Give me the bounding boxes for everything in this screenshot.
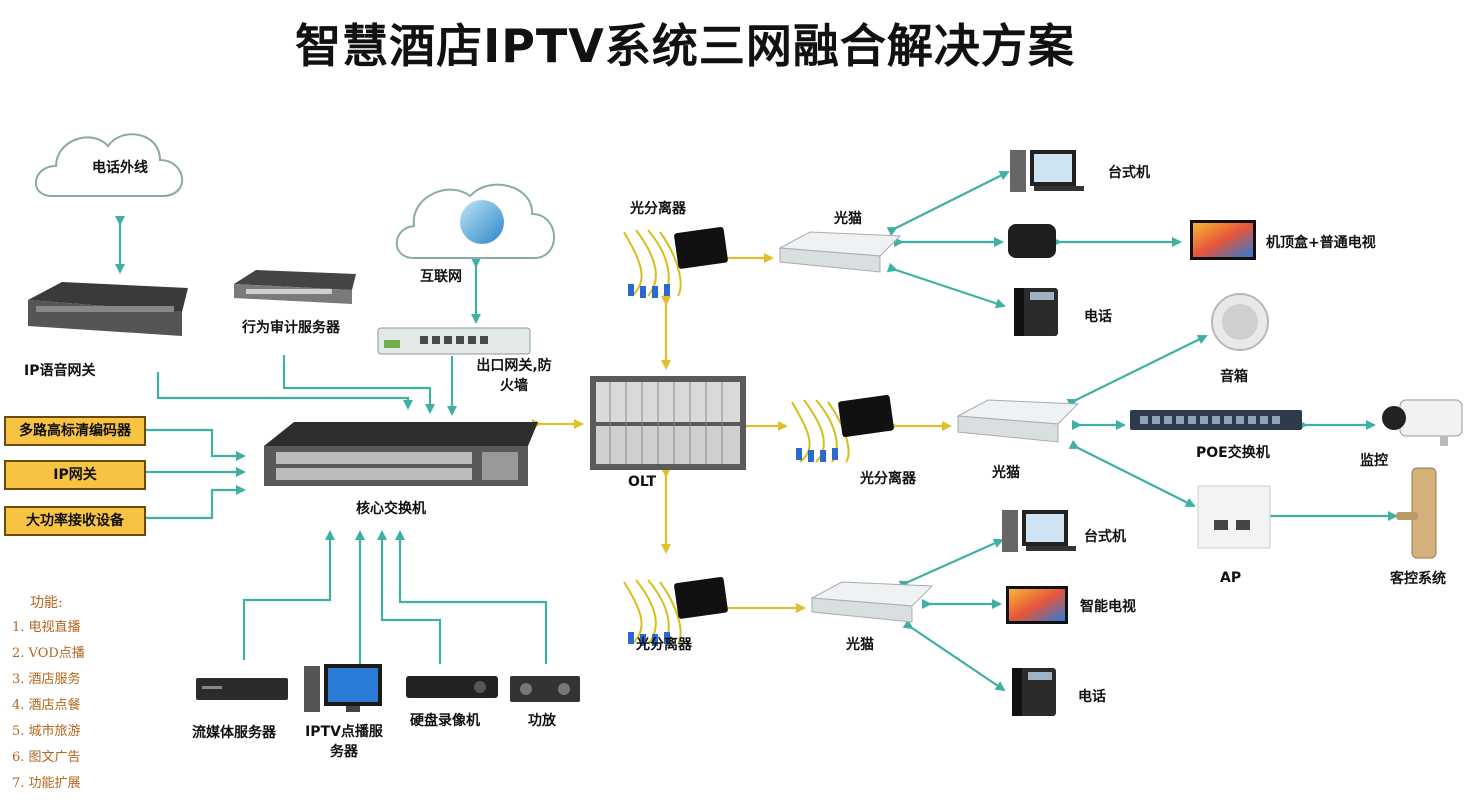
label-nvr: 硬盘录像机 [410, 713, 480, 729]
nvr-icon [406, 676, 498, 698]
label-onu-mid: 光猫 [992, 465, 1020, 481]
link-nvr-core [377, 530, 442, 664]
box-ip-gateway: IP网关 [4, 460, 146, 490]
function-item: 1. 电视直播 [12, 620, 81, 635]
link-audit-core [282, 355, 435, 414]
onu-top-icon [778, 231, 902, 273]
core-switch-icon [264, 422, 538, 486]
link-onu2-ap [1068, 439, 1196, 507]
label-desktop-top: 台式机 [1108, 165, 1150, 181]
onu-mid-icon [956, 399, 1080, 443]
smart-tv-icon [1006, 586, 1068, 624]
camera-icon [1382, 399, 1463, 446]
link-onu3-phone [902, 619, 1006, 692]
splitter-mid-icon [791, 394, 894, 463]
link-gateway-core [156, 372, 413, 410]
splitter-bot-icon [623, 576, 728, 646]
function-item: 6. 图文广告 [12, 750, 81, 765]
label-phone-bot: 电话 [1078, 689, 1106, 705]
link-onu1-phone [886, 262, 1006, 309]
link-encoder-core [142, 428, 246, 461]
label-splitter-bot: 光分离器 [636, 637, 692, 653]
phone-top-icon [1014, 288, 1058, 336]
function-item: 3. 酒店服务 [12, 672, 81, 687]
phone-line-cloud-icon [34, 133, 183, 197]
function-item: 4. 酒店点餐 [12, 698, 81, 713]
label-ip-voice-gateway: IP语音网关 [24, 363, 96, 379]
function-item: 5. 城市旅游 [12, 724, 81, 739]
smart-lock-icon [1396, 467, 1437, 559]
iptv-server-icon [304, 664, 382, 712]
function-item: 2. VOD点播 [12, 646, 85, 661]
label-exit-gateway: 出口网关,防火墙 [476, 358, 552, 394]
label-speaker: 音箱 [1220, 369, 1248, 385]
link-amp-core [395, 530, 548, 664]
label-phone-top: 电话 [1084, 309, 1112, 325]
label-amplifier: 功放 [528, 713, 556, 729]
box-receiver: 大功率接收设备 [4, 506, 146, 536]
ap-icon [1197, 485, 1271, 549]
link-receiver-core [142, 485, 246, 520]
olt-icon [590, 376, 746, 470]
label-iptv-server: IPTV点播服务器 [305, 724, 383, 760]
diagram-title: 智慧酒店IPTV系统三网融合解决方案 [295, 19, 1075, 73]
internet-cloud-icon [395, 183, 555, 259]
label-splitter-top: 光分离器 [630, 201, 686, 217]
streaming-server-icon [196, 678, 288, 700]
label-phone-line: 电话外线 [92, 160, 148, 176]
label-smart-tv: 智能电视 [1080, 599, 1136, 615]
label-ap: AP [1220, 570, 1242, 586]
label-stb-tv: 机顶盒+普通电视 [1266, 235, 1376, 251]
link-stream-core [242, 530, 335, 660]
box-encoder: 多路高标清编码器 [4, 416, 146, 446]
label-core-switch: 核心交换机 [356, 501, 426, 517]
function-list: 功能: 1. 电视直播 2. VOD点播 3. 酒店服务 4. 酒店点餐 5. … [12, 592, 85, 800]
poe-switch-icon [1130, 410, 1302, 430]
label-splitter-mid: 光分离器 [860, 471, 916, 487]
function-heading: 功能: [30, 595, 63, 611]
link-onu2-speaker [1066, 335, 1208, 409]
audit-server-icon [234, 270, 356, 304]
label-onu-bot: 光猫 [846, 637, 874, 653]
label-poe-switch: POE交换机 [1196, 445, 1270, 461]
label-streaming-server: 流媒体服务器 [192, 725, 276, 741]
label-onu-top: 光猫 [834, 211, 862, 227]
label-desktop-bot: 台式机 [1084, 529, 1126, 545]
label-internet: 互联网 [420, 269, 462, 285]
function-item: 7. 功能扩展 [12, 776, 81, 791]
exit-gateway-firewall-icon [377, 327, 531, 355]
label-camera: 监控 [1360, 453, 1388, 469]
amplifier-icon [510, 676, 580, 702]
desktop-top-icon [1010, 150, 1084, 192]
label-guest-control: 客控系统 [1390, 571, 1446, 587]
onu-bot-icon [810, 581, 934, 623]
ip-voice-gateway-icon [28, 282, 188, 336]
splitter-top-icon [623, 226, 728, 298]
speaker-icon [1211, 293, 1269, 351]
link-onu1-desktop [886, 171, 1010, 237]
tv-top-icon [1190, 220, 1256, 260]
set-top-box-icon [1008, 224, 1056, 258]
phone-bot-icon [1012, 668, 1056, 716]
link-onu3-desktop [898, 538, 1004, 590]
desktop-bot-icon [1002, 510, 1076, 552]
label-olt: OLT [628, 474, 657, 490]
label-audit-server: 行为审计服务器 [242, 320, 340, 336]
